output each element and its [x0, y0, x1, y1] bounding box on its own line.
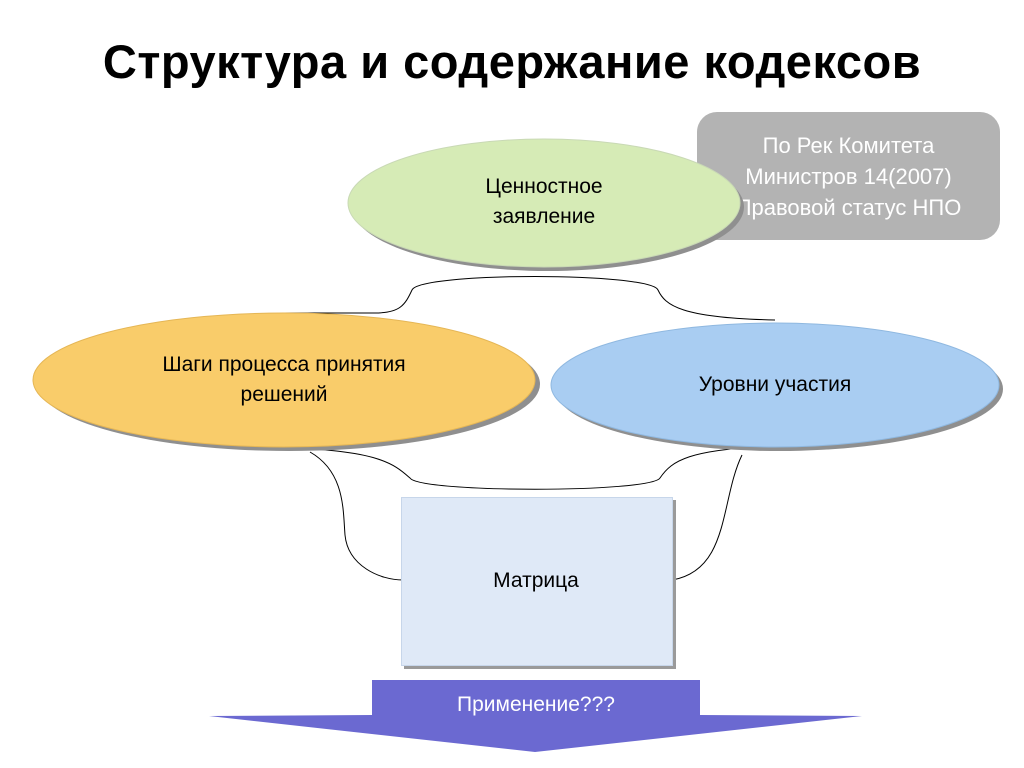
value-statement-label: Ценностное заявление — [384, 172, 704, 232]
matrix-box — [401, 497, 673, 666]
participation-levels-ellipse — [550, 322, 1000, 448]
value-statement-ellipse — [347, 138, 741, 268]
node-line: Ценностное — [485, 175, 603, 198]
note-line: Правовой статус НПО — [735, 195, 962, 220]
matrix-label: Матрица — [401, 566, 671, 596]
decision-steps-ellipse — [32, 312, 536, 448]
note-line: По Рек Комитета — [762, 133, 935, 158]
connector-bottom — [284, 445, 771, 490]
decision-steps-label: Шаги процесса принятия решений — [84, 350, 484, 410]
slide-title: Структура и содержание кодексов — [102, 35, 922, 88]
note-box — [697, 112, 1000, 240]
connector-left — [309, 451, 404, 581]
node-line: Уровни участия — [698, 373, 852, 396]
application-label: Применение??? — [457, 693, 615, 716]
application-arrow — [209, 680, 862, 752]
node-line: Матрица — [493, 569, 579, 592]
node-line: Шаги процесса принятия — [162, 353, 406, 376]
note-line: Министров 14(2007) — [745, 164, 952, 189]
participation-levels-label: Уровни участия — [575, 370, 975, 400]
connector-top — [285, 276, 776, 321]
node-line: решений — [240, 383, 328, 406]
connector-right — [671, 454, 743, 581]
note-text: По Рек Комитета Министров 14(2007) Право… — [697, 130, 1000, 223]
node-line: заявление — [492, 205, 596, 228]
